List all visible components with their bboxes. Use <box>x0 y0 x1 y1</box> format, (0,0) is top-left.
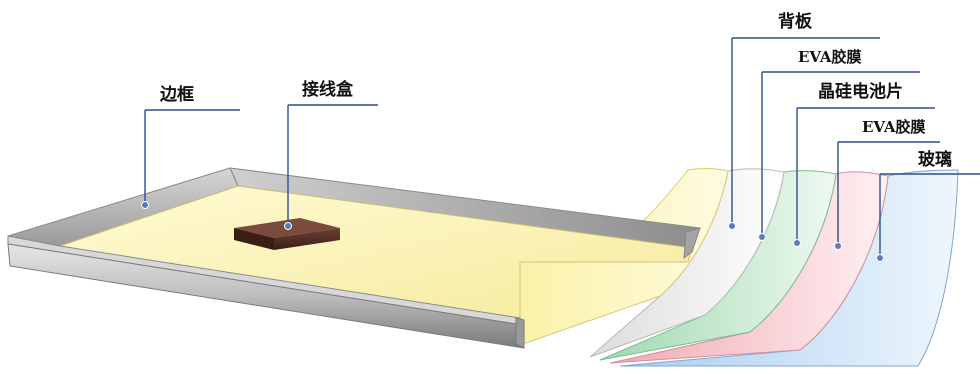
dot-eva-bottom <box>834 242 842 250</box>
leader-glass <box>879 173 980 258</box>
dot-cells <box>793 239 801 247</box>
label-backsheet: 背板 <box>778 11 813 32</box>
leader-eva-bottom <box>837 141 940 246</box>
label-eva-bottom: EVA胶膜 <box>862 118 926 136</box>
dot-frame <box>141 201 149 209</box>
panel-frame <box>7 167 701 349</box>
leader-dots <box>141 201 884 262</box>
leader-junction-box <box>287 104 378 226</box>
dot-backsheet <box>728 222 736 230</box>
label-frame: 边框 <box>159 84 194 105</box>
leader-eva-top <box>761 71 920 237</box>
leader-cells <box>796 107 935 243</box>
label-cells: 晶硅电池片 <box>818 81 903 102</box>
dot-eva-top <box>758 233 766 241</box>
leader-frame <box>144 109 240 205</box>
dot-glass <box>876 254 884 262</box>
label-eva-top: EVA胶膜 <box>798 48 862 66</box>
label-glass: 玻璃 <box>918 149 952 170</box>
leader-backsheet <box>731 37 880 226</box>
dot-junction-box <box>284 222 292 230</box>
label-junction-box: 接线盒 <box>302 79 354 100</box>
leader-lines <box>144 37 980 258</box>
